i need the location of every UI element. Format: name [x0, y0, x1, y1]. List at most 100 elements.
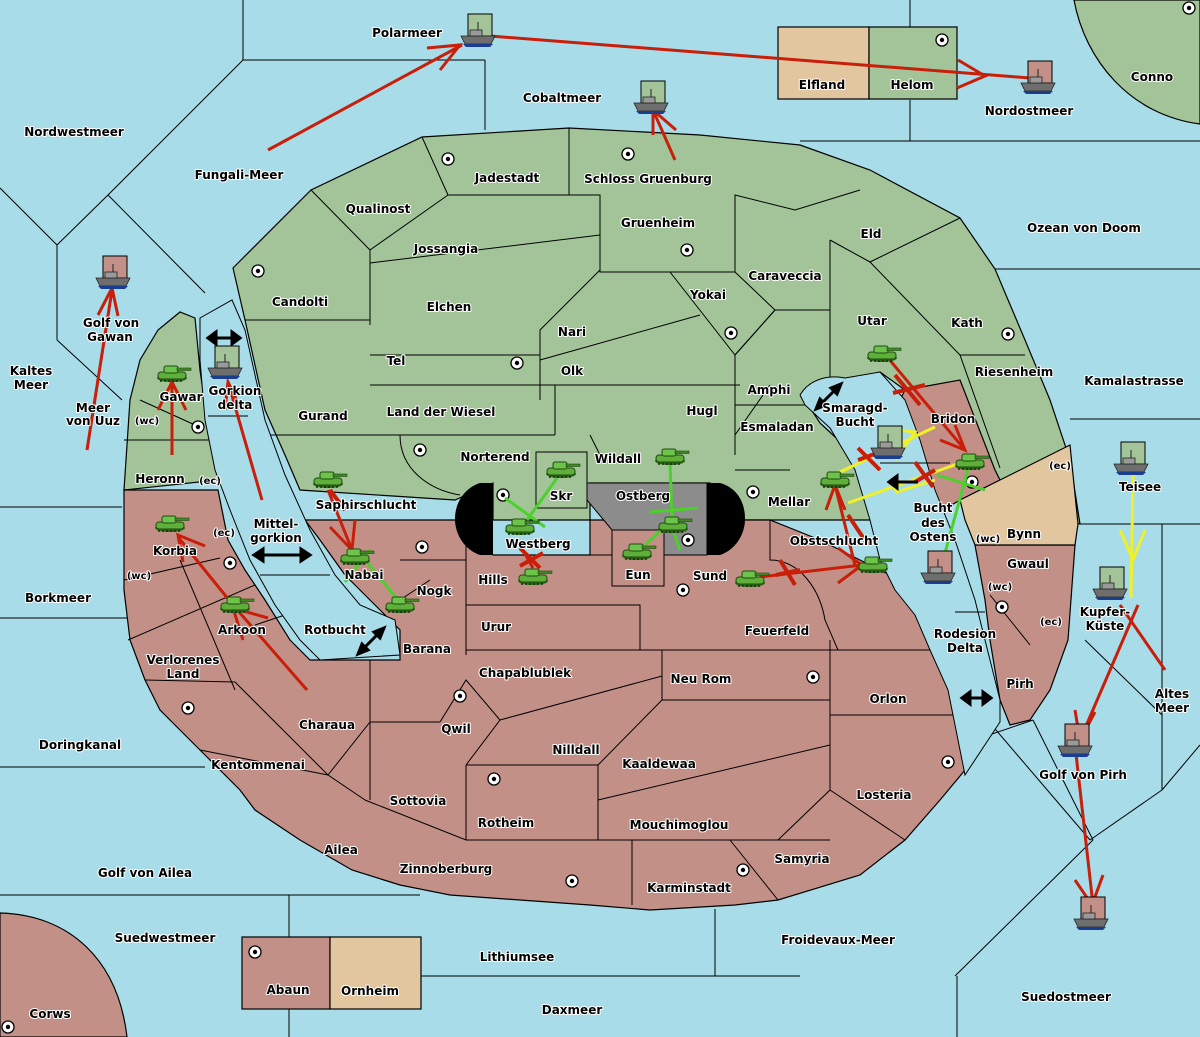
label-golf-von-ailea: Golf von Ailea — [98, 866, 192, 880]
label-delta: delta — [218, 398, 253, 412]
label-bucht: Bucht — [913, 501, 952, 515]
label-caraveccia: Caraveccia — [748, 269, 821, 283]
label-nilldall: Nilldall — [552, 743, 599, 757]
province-corws[interactable] — [0, 912, 128, 1037]
label-zinnoberburg: Zinnoberburg — [400, 862, 492, 876]
label-meer: Meer — [14, 378, 48, 392]
label-mouchimoglou: Mouchimoglou — [630, 818, 729, 832]
label-olk: Olk — [561, 364, 584, 378]
label-qwil: Qwil — [441, 722, 471, 736]
label-ostberg: Ostberg — [616, 489, 670, 503]
label-corws: Corws — [29, 1007, 70, 1021]
province-borders — [123, 128, 1031, 905]
label-chapablublek: Chapablublek — [479, 666, 572, 680]
coast-marker-korbia: (wc) — [127, 571, 151, 582]
province-ornheim[interactable] — [329, 936, 422, 1010]
province-skr[interactable] — [535, 451, 588, 509]
fleet-unit[interactable] — [1057, 723, 1093, 758]
label-nordwestmeer: Nordwestmeer — [24, 125, 124, 139]
label-des: des — [921, 516, 945, 530]
label-mellar: Mellar — [768, 495, 810, 509]
coast-marker-pirh: (wc) — [988, 582, 1012, 593]
label-kupfer: Kupfer- — [1080, 605, 1130, 619]
province-bynn[interactable] — [959, 444, 1079, 546]
sea-mittelgorkion[interactable] — [199, 299, 401, 661]
label-delta: Delta — [947, 641, 983, 655]
label-tel: Tel — [387, 354, 406, 368]
fleet-unit[interactable] — [870, 425, 906, 460]
label-samyria: Samyria — [774, 852, 829, 866]
label-borkmeer: Borkmeer — [25, 591, 91, 605]
fleet-unit[interactable] — [95, 255, 131, 290]
label-bridon: Bridon — [931, 412, 976, 426]
label-hugl: Hugl — [686, 404, 717, 418]
label-lithiumsee: Lithiumsee — [480, 950, 555, 964]
fleet-unit[interactable] — [1092, 566, 1128, 601]
label-ostens: Ostens — [910, 530, 957, 544]
label-kaltes: Kaltes — [10, 364, 53, 378]
label-helom: Helom — [890, 78, 933, 92]
fleet-unit[interactable] — [920, 550, 956, 585]
label-kentommenai: Kentommenai — [211, 758, 305, 772]
label-gawar: Gawar — [159, 390, 202, 404]
label-amphi: Amphi — [747, 383, 790, 397]
label-obstschlucht: Obstschlucht — [790, 534, 879, 548]
label-norterend: Norterend — [460, 450, 529, 464]
label-elchen: Elchen — [427, 300, 472, 314]
label-gawan: Gawan — [87, 330, 133, 344]
fleet-unit[interactable] — [1020, 60, 1056, 95]
label-hills: Hills — [478, 573, 508, 587]
label-eun: Eun — [625, 568, 650, 582]
province-gwaul-pirh[interactable] — [974, 544, 1076, 726]
label-utar: Utar — [857, 314, 887, 328]
orders-red — [85, 34, 1167, 909]
label-wildall: Wildall — [595, 452, 641, 466]
label-kath: Kath — [951, 316, 983, 330]
label-qualinost: Qualinost — [346, 202, 411, 216]
label-mittel: Mittel- — [254, 517, 299, 531]
label-smaragd: Smaragd- — [822, 401, 887, 415]
label-polarmeer: Polarmeer — [372, 26, 442, 40]
label-bynn: Bynn — [1007, 527, 1041, 541]
label-skr: Skr — [550, 489, 573, 503]
label-golf-von-pirh: Golf von Pirh — [1039, 768, 1127, 782]
fleet-unit[interactable] — [460, 13, 496, 48]
label-feuerfeld: Feuerfeld — [745, 624, 810, 638]
label-altes: Altes — [1155, 687, 1189, 701]
label-schloss-gruenburg: Schloss Gruenburg — [584, 172, 712, 186]
order-polarmeer-nordostmeer — [489, 34, 1031, 80]
label-doringkanal: Doringkanal — [39, 738, 121, 752]
label-daxmeer: Daxmeer — [542, 1003, 603, 1017]
label-jossangia: Jossangia — [413, 242, 478, 256]
order-fungali-polarmeer — [267, 43, 463, 152]
label-ornheim: Ornheim — [341, 984, 399, 998]
label-elfland: Elfland — [799, 78, 845, 92]
fleet-unit[interactable] — [1113, 441, 1149, 476]
label-teisee: Teisee — [1119, 480, 1161, 494]
label-karminstadt: Karminstadt — [647, 881, 731, 895]
label-candolti: Candolti — [272, 295, 328, 309]
label-land: Land — [167, 667, 200, 681]
label-arkoon: Arkoon — [218, 623, 266, 637]
label-gorkion: gorkion — [250, 531, 302, 545]
label-jadestadt: Jadestadt — [474, 171, 540, 185]
label-nabai: Nabai — [345, 568, 384, 582]
fleet-unit[interactable] — [1073, 896, 1109, 931]
fleet-unit[interactable] — [207, 345, 243, 380]
label-eld: Eld — [861, 227, 882, 241]
province-conno[interactable] — [1073, 0, 1200, 125]
label-esmaladan: Esmaladan — [740, 420, 813, 434]
label-neu-rom: Neu Rom — [671, 672, 732, 686]
coast-marker-heronn: (ec) — [199, 476, 221, 487]
label-gurand: Gurand — [298, 409, 348, 423]
label-conno: Conno — [1131, 70, 1173, 84]
label-suedostmeer: Suedostmeer — [1021, 990, 1111, 1004]
label-heronn: Heronn — [135, 472, 184, 486]
label-ozean-von-doom: Ozean von Doom — [1027, 221, 1141, 235]
label-suedwestmeer: Suedwestmeer — [115, 931, 216, 945]
fleet-unit[interactable] — [633, 80, 669, 115]
red-territory — [123, 379, 1079, 911]
